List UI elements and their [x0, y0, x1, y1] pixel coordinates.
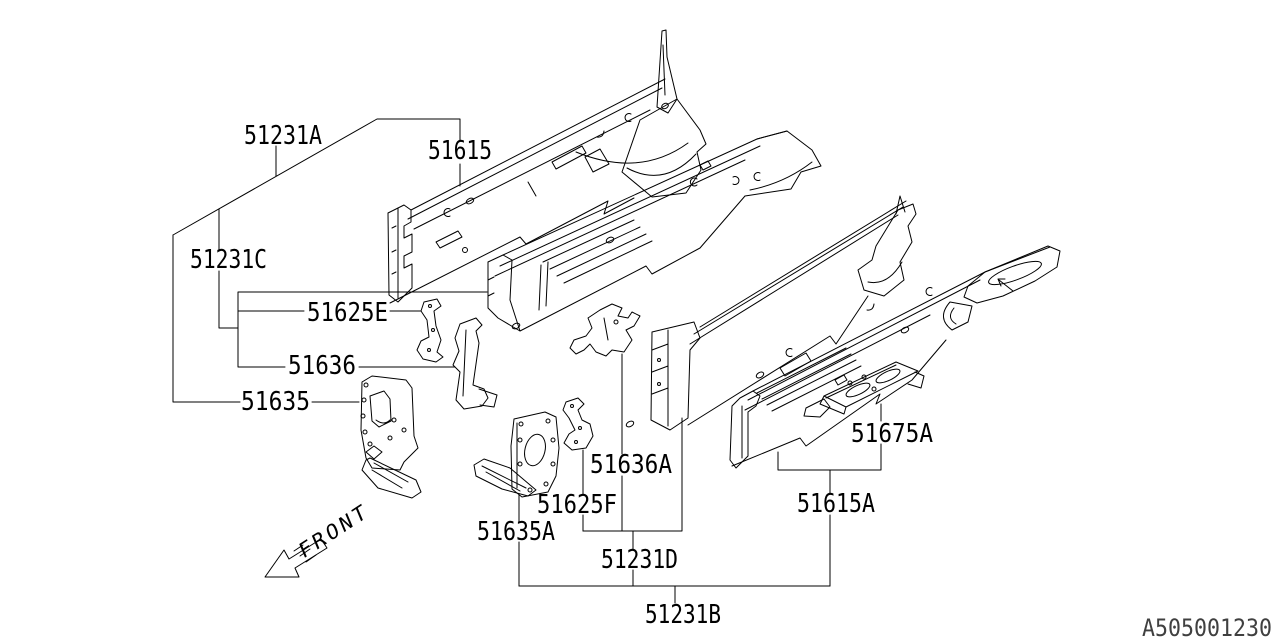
- part-label-51636A[interactable]: 51636A: [590, 450, 672, 480]
- part-label-51615A[interactable]: 51615A: [797, 489, 875, 519]
- leader-51231A: [172, 118, 461, 236]
- part-drawing-51615-rail: [387, 29, 707, 304]
- part-drawing-51635A: [473, 411, 560, 498]
- part-drawing-51675A: [803, 361, 925, 418]
- front-arrow-icon: [264, 538, 328, 578]
- part-label-51231D[interactable]: 51231D: [601, 545, 678, 575]
- part-label-51615[interactable]: 51615: [428, 136, 492, 166]
- part-label-51635[interactable]: 51635: [241, 387, 310, 417]
- leader-51231C-box: [237, 291, 488, 368]
- part-labels: 51231A 51615 51231C 51625E 51636 51635 5…: [190, 121, 933, 630]
- part-drawing-51636A: [569, 303, 641, 357]
- part-label-51625E[interactable]: 51625E: [307, 298, 388, 328]
- part-drawing-rail-4: [729, 245, 1061, 469]
- part-drawing-51625F: [562, 397, 594, 451]
- part-drawing-51635: [360, 375, 422, 499]
- leader-51231C: [218, 208, 239, 329]
- part-label-51635A[interactable]: 51635A: [477, 517, 555, 547]
- front-label: FRONT: [296, 498, 373, 564]
- leader-51675A-bracket: [777, 403, 882, 471]
- part-label-51636[interactable]: 51636: [288, 351, 356, 381]
- leader-lines: [172, 118, 882, 604]
- part-label-51231A[interactable]: 51231A: [244, 121, 322, 151]
- leader-51231B-group: [518, 585, 831, 604]
- part-label-51231B[interactable]: 51231B: [645, 600, 721, 630]
- front-direction-arrow: FRONT: [264, 498, 373, 578]
- part-drawing-51636: [452, 317, 498, 410]
- part-label-51675A[interactable]: 51675A: [851, 419, 933, 449]
- part-label-51625F[interactable]: 51625F: [537, 490, 617, 520]
- leader-51231A-left-bracket: [172, 234, 360, 403]
- doc-number: A505001230: [1142, 614, 1272, 640]
- part-drawing-rail-2: [487, 130, 822, 332]
- part-drawing-51625E: [416, 298, 444, 363]
- front-arrow-hatch: [293, 544, 317, 563]
- leader-51231D-group: [582, 417, 683, 587]
- part-label-51231C[interactable]: 51231C: [190, 245, 267, 275]
